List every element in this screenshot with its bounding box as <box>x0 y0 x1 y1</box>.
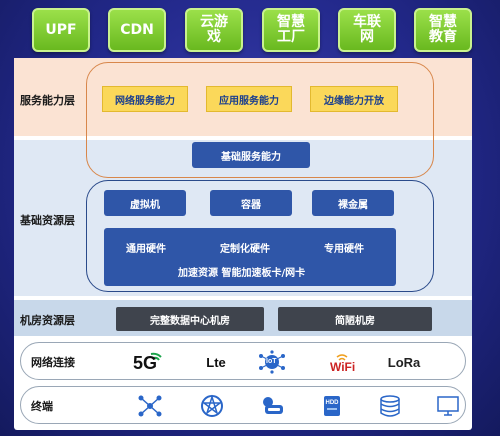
service-capability-outline <box>86 62 434 178</box>
lora-logo-icon: LoRa <box>387 351 421 373</box>
lte-logo-icon: Lte <box>201 351 231 373</box>
custom-hardware-label: 定制化硬件 <box>220 244 270 255</box>
edge-capability-box: 边缘能力开放 <box>310 86 398 112</box>
vr-headset-icon <box>259 395 285 417</box>
full-datacenter-box: 完整数据中心机房 <box>116 307 264 331</box>
network-connection-row: 网络连接 5G Lte IoT <box>20 342 466 380</box>
app-tile-cloud-gaming: 云游 戏 <box>185 8 243 52</box>
virtual-machine-box: 虚拟机 <box>104 190 186 216</box>
general-hardware-label: 通用硬件 <box>126 244 166 255</box>
hardware-box: 通用硬件 定制化硬件 专用硬件 加速资源 智能加速板卡/网卡 <box>104 228 396 286</box>
monitor-screen-icon <box>435 395 461 417</box>
network-connection-label: 网络连接 <box>31 356 75 369</box>
app-tile-smart-education: 智慧 教育 <box>414 8 472 52</box>
network-nodes-icon <box>137 395 163 417</box>
bare-metal-box: 裸金属 <box>312 190 394 216</box>
app-tile-smart-factory: 智慧 工厂 <box>262 8 320 52</box>
terminal-label: 终端 <box>31 400 53 413</box>
room-resource-layer-label: 机房资源层 <box>20 314 75 327</box>
terminal-row: 终端 HD <box>20 386 466 424</box>
5g-logo-text: 5G <box>133 353 158 373</box>
app-tile-cdn: CDN <box>108 8 166 52</box>
acceleration-resource-label: 加速资源 智能加速板卡/网卡 <box>178 268 306 279</box>
wifi-logo-icon: WiFi <box>327 351 357 374</box>
network-service-box: 网络服务能力 <box>102 86 188 112</box>
lora-logo-text: LoRa <box>387 354 421 370</box>
wifi-logo-text: WiFi <box>330 360 356 374</box>
pentagram-icon <box>199 394 225 417</box>
hdd-drive-icon: HDD <box>319 395 345 417</box>
application-service-box: 应用服务能力 <box>206 86 292 112</box>
application-row: UPF CDN 云游 戏 智慧 工厂 车联 网 智慧 教育 <box>32 8 472 52</box>
lte-logo-text: Lte <box>206 354 226 370</box>
database-storage-icon <box>377 395 403 417</box>
app-tile-vehicle-network: 车联 网 <box>338 8 396 52</box>
iot-hub-icon: IoT <box>257 350 287 374</box>
svg-text:HDD: HDD <box>326 400 340 406</box>
base-resource-outline <box>86 180 434 292</box>
dedicated-hardware-label: 专用硬件 <box>324 244 364 255</box>
simple-room-box: 简陋机房 <box>278 307 432 331</box>
architecture-panel: 服务能力层 基础资源层 机房资源层 网络服务能力 应用服务能力 边缘能力开放 基… <box>14 58 472 430</box>
app-tile-upf: UPF <box>32 8 90 52</box>
service-layer-label: 服务能力层 <box>20 94 75 107</box>
container-box: 容器 <box>210 190 292 216</box>
5g-logo-icon: 5G <box>129 351 169 373</box>
iot-logo-text: IoT <box>266 358 277 365</box>
base-resource-layer-label: 基础资源层 <box>20 214 75 227</box>
base-service-box: 基础服务能力 <box>192 142 310 168</box>
